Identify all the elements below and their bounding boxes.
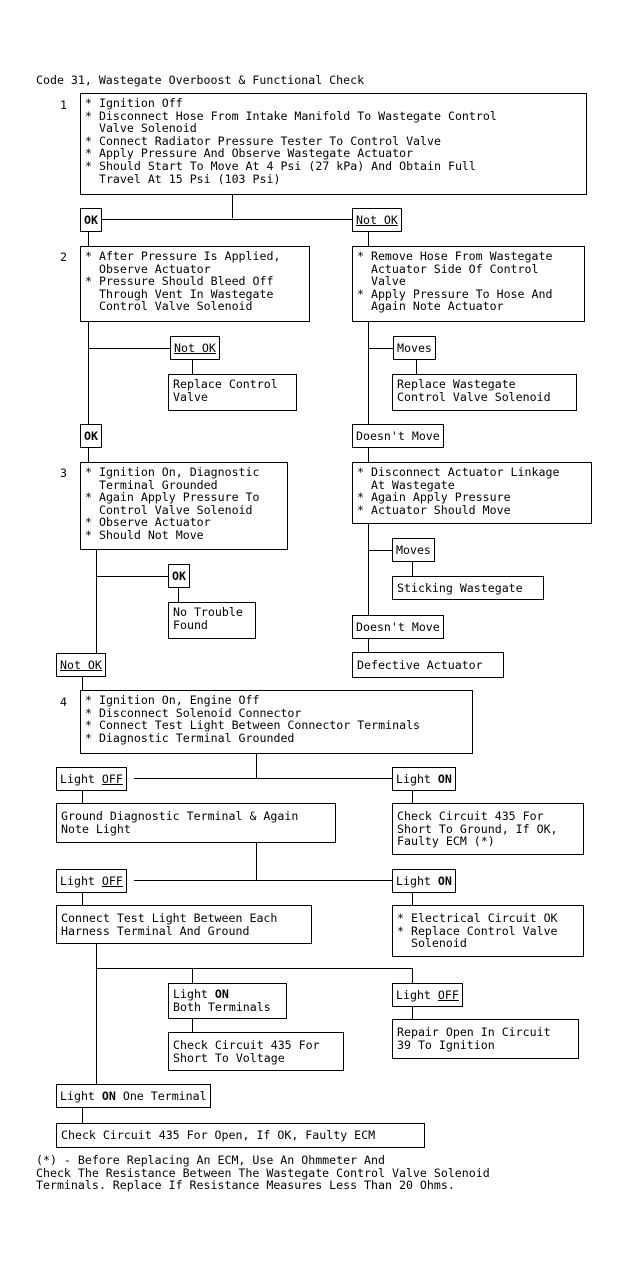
repair-open-box: Repair Open In Circuit 39 To Ignition: [392, 1019, 579, 1059]
check-435-open-box: Check Circuit 435 For Open, If OK, Fault…: [56, 1123, 425, 1148]
step3-left-box: * Ignition On, Diagnostic Terminal Groun…: [80, 462, 288, 550]
page-title: Code 31, Wastegate Overboost & Functiona…: [36, 73, 365, 87]
connector: [368, 524, 369, 616]
connector: [178, 588, 179, 602]
not-ok-label: Not OK: [56, 653, 106, 677]
step-number: 1: [60, 98, 67, 112]
connector: [102, 219, 352, 220]
step-number: 3: [60, 466, 67, 480]
connector: [416, 360, 417, 374]
box-line: * Connect Radiator Pressure Tester To Co…: [85, 133, 441, 148]
step1-box: * Ignition Off * Disconnect Hose From In…: [80, 93, 587, 195]
box-line: * Should Start To Move At 4 Psi (27 kPa)…: [85, 158, 476, 173]
connector: [368, 638, 369, 652]
light-on-both-terminals-label: Light ON Both Terminals: [168, 983, 287, 1019]
connector: [88, 322, 89, 425]
check-435-voltage-box: Check Circuit 435 For Short To Voltage: [168, 1032, 344, 1071]
connector: [368, 550, 392, 551]
connector: [412, 968, 413, 983]
step2-right-box: * Remove Hose From Wastegate Actuator Si…: [352, 246, 585, 322]
connector: [368, 322, 369, 425]
step3-right-box: * Disconnect Actuator Linkage At Wastega…: [352, 462, 592, 524]
light-off-label: Light OFF: [56, 869, 127, 893]
connector: [256, 754, 257, 778]
footnote: (*) - Before Replacing An ECM, Use An Oh…: [36, 1153, 490, 1193]
not-ok-label: Not OK: [170, 336, 220, 360]
connector: [412, 1006, 413, 1019]
connector: [134, 880, 392, 881]
replace-wastegate-box: Replace Wastegate Control Valve Solenoid: [392, 374, 577, 411]
connector: [192, 1006, 193, 1032]
connector: [96, 968, 412, 969]
no-trouble-found-box: No Trouble Found: [168, 602, 256, 639]
step2-left-box: * After Pressure Is Applied, Observe Act…: [80, 246, 310, 322]
box-line: * Apply Pressure And Observe Wastegate A…: [85, 146, 414, 161]
connector: [192, 968, 193, 983]
connector: [96, 550, 97, 653]
connector: [88, 231, 89, 249]
connector: [412, 562, 413, 576]
light-on-label: Light ON: [392, 767, 456, 791]
step4-box: * Ignition On, Engine Off * Disconnect S…: [80, 690, 473, 754]
connector: [88, 348, 170, 349]
connector: [412, 790, 413, 803]
connector: [82, 676, 83, 690]
moves-label: Moves: [393, 336, 436, 360]
doesnt-move-label: Doesn't Move: [352, 615, 444, 639]
check-435-short-ground-box: Check Circuit 435 For Short To Ground, I…: [392, 803, 584, 855]
connector: [82, 790, 83, 803]
box-line: Travel At 15 Psi (103 Psi): [85, 171, 281, 186]
connector: [368, 348, 393, 349]
connector: [82, 1108, 83, 1123]
connector: [134, 778, 392, 779]
ok-label: OK: [80, 424, 102, 448]
connector: [96, 944, 97, 1084]
connector: [412, 892, 413, 905]
connector: [96, 576, 168, 577]
connector: [192, 360, 193, 374]
ground-diagnostic-box: Ground Diagnostic Terminal & Again Note …: [56, 803, 336, 843]
sticking-wastegate-box: Sticking Wastegate: [392, 576, 544, 600]
light-off-label: Light OFF: [56, 767, 127, 791]
connect-test-light-box: Connect Test Light Between Each Harness …: [56, 905, 312, 944]
light-on-one-terminal-label: Light ON One Terminal: [56, 1084, 211, 1108]
connector: [256, 843, 257, 880]
defective-actuator-box: Defective Actuator: [352, 652, 504, 678]
replace-control-valve-box: Replace Control Valve: [168, 374, 297, 411]
step-number: 2: [60, 250, 67, 264]
light-off-label: Light OFF: [392, 983, 463, 1007]
ok-label: OK: [80, 208, 102, 232]
connector: [368, 447, 369, 462]
doesnt-move-label: Doesn't Move: [352, 424, 444, 448]
connector: [232, 195, 233, 218]
connector: [368, 231, 369, 249]
ok-label: OK: [168, 564, 190, 588]
not-ok-label: Not OK: [352, 208, 402, 232]
electrical-ok-box: * Electrical Circuit OK * Replace Contro…: [392, 905, 584, 957]
box-line: * Ignition Off: [85, 96, 183, 110]
box-line: * Disconnect Hose From Intake Manifold T…: [85, 108, 497, 123]
box-line: Valve Solenoid: [85, 121, 197, 136]
step-number: 4: [60, 695, 67, 709]
moves-label: Moves: [392, 538, 435, 562]
connector: [88, 447, 89, 462]
connector: [82, 892, 83, 905]
light-on-label: Light ON: [392, 869, 456, 893]
